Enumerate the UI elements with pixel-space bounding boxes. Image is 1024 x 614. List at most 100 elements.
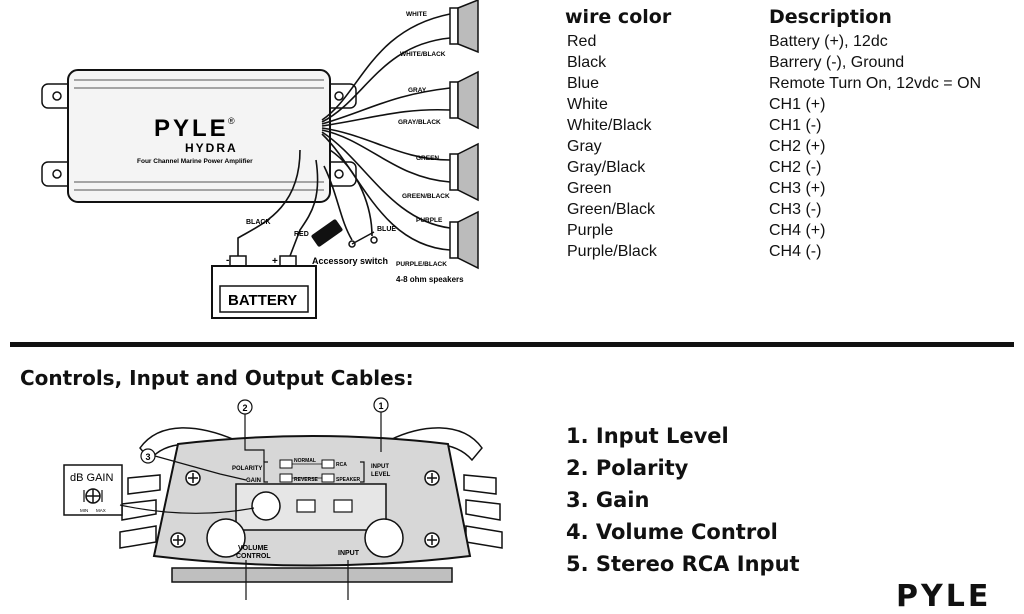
wire-description: CH3 (-) (769, 201, 822, 218)
wire-label-purple-black: PURPLE/BLACK (396, 261, 447, 268)
callout-1: 1 (378, 401, 383, 411)
wire-description: Remote Turn On, 12vdc = ON (769, 75, 982, 92)
wire-row: Blue Remote Turn On, 12vdc = ON (565, 75, 1015, 96)
accessory-switch-label: Accessory switch (312, 256, 388, 266)
amplifier-top-view: PYLE ® HYDRA Four Channel Marine Power A… (41, 69, 357, 203)
speakers-caption: 4-8 ohm speakers (396, 275, 464, 284)
wire-row: Green/Black CH3 (-) (565, 201, 1015, 222)
wire-label-white-black: WHITE/BLACK (400, 51, 446, 58)
controls-list-item: 2. Polarity (566, 456, 689, 480)
amp-subtitle: Four Channel Marine Power Amplifier (137, 158, 253, 165)
wire-description: CH1 (-) (769, 117, 822, 134)
black-wire-label: BLACK (246, 219, 271, 226)
power-labels: BLACK RED BLUE Accessory switch (246, 219, 396, 266)
wire-row: Gray/Black CH2 (-) (565, 159, 1015, 180)
volume-label-1: VOLUME (238, 545, 268, 552)
polarity-label: POLARITY (232, 466, 262, 472)
wire-label-green: GREEN (416, 155, 439, 162)
wire-color: Blue (567, 75, 600, 92)
callout-2: 2 (242, 403, 247, 413)
wire-description: CH1 (+) (769, 96, 826, 113)
amp-registered: ® (228, 116, 235, 126)
battery-minus: - (226, 255, 229, 266)
wire-label-purple: PURPLE (416, 217, 443, 224)
wire-color: White (567, 96, 608, 113)
description-header: Description (769, 6, 892, 28)
fuse-icon (311, 219, 343, 247)
db-gain-inset: dB GAIN MIN MAX (63, 464, 255, 516)
wire-row: Purple/Black CH4 (-) (565, 243, 1015, 264)
blue-wire-label: BLUE (377, 226, 396, 233)
wire-color: Red (567, 33, 597, 50)
speaker-2-icon (449, 70, 479, 130)
controls-list-item: 4. Volume Control (566, 520, 778, 544)
wire-row: Green CH3 (+) (565, 180, 1015, 201)
callouts (140, 397, 389, 600)
db-gain-label: dB GAIN (70, 472, 113, 484)
wire-color: Green (567, 180, 612, 197)
speaker-4-icon (449, 210, 479, 270)
red-wire-label: RED (294, 231, 309, 238)
callout-3: 3 (145, 452, 150, 462)
max-label: MAX (96, 508, 106, 513)
wire-label-green-black: GREEN/BLACK (402, 193, 450, 200)
input-level-label-2: LEVEL (371, 472, 391, 478)
wire-color: Green/Black (567, 201, 656, 218)
amp-brand: PYLE (154, 115, 229, 142)
speaker-3-icon (449, 142, 479, 202)
wire-color: Gray/Black (567, 159, 646, 176)
wire-row: White/Black CH1 (-) (565, 117, 1015, 138)
wiring-diagram: PYLE ® HYDRA Four Channel Marine Power A… (41, 0, 503, 600)
speaker-wire-labels: WHITE WHITE/BLACK GRAY GRAY/BLACK GREEN … (396, 11, 464, 284)
normal-label: NORMAL (294, 458, 316, 464)
wire-label-gray-black: GRAY/BLACK (398, 119, 441, 126)
speaker-wires (321, 13, 451, 251)
wire-row: White CH1 (+) (565, 96, 1015, 117)
wire-color: Purple (567, 222, 614, 239)
battery-icon: - + BATTERY (211, 255, 317, 319)
wire-color: Purple/Black (567, 243, 657, 260)
wire-description: CH4 (-) (769, 243, 822, 260)
end-panel-labels: POLARITY GAIN NORMAL REVERSE RCA SPEAKER… (232, 458, 391, 560)
speaker-1-icon (449, 0, 479, 54)
controls-list-item: 3. Gain (566, 488, 650, 512)
wire-row: Gray CH2 (+) (565, 138, 1015, 159)
input-label: INPUT (338, 550, 360, 557)
wire-description: CH2 (+) (769, 138, 826, 155)
wire-description: CH3 (+) (769, 180, 826, 197)
accessory-switch-icon (348, 231, 378, 248)
wire-description: Barrery (-), Ground (769, 54, 905, 71)
amp-model: HYDRA (185, 141, 238, 155)
callout-numbers: 1 2 3 (145, 401, 383, 462)
controls-list: 1. Input Level 2. Polarity 3. Gain 4. Vo… (566, 424, 800, 584)
wire-description: CH2 (-) (769, 159, 822, 176)
wire-row: Red Battery (+), 12dc (565, 33, 1015, 54)
wire-color: Gray (567, 138, 602, 155)
controls-section-title: Controls, Input and Output Cables: (20, 366, 414, 390)
wire-row: Purple CH4 (+) (565, 222, 1015, 243)
min-label: MIN (80, 508, 88, 513)
power-wires (237, 149, 373, 257)
wire-description: Battery (+), 12dc (769, 33, 888, 50)
wire-color: White/Black (567, 117, 652, 134)
battery-label: BATTERY (228, 292, 297, 309)
input-level-label-1: INPUT (371, 464, 389, 470)
speaker-icons (449, 0, 479, 270)
footer-brand-logo: PYLE (896, 579, 992, 614)
battery-plus: + (272, 256, 278, 267)
wire-color: Black (567, 54, 607, 71)
wire-row: Black Barrery (-), Ground (565, 54, 1015, 75)
controls-list-item: 1. Input Level (566, 424, 729, 448)
amplifier-end-panel (119, 427, 503, 583)
gain-label: GAIN (246, 478, 261, 484)
speaker-label: SPEAKER (336, 477, 361, 483)
volume-label-2: CONTROL (236, 553, 271, 560)
rca-label: RCA (336, 462, 347, 468)
wire-color-header: wire color (565, 6, 672, 28)
controls-list-item: 5. Stereo RCA Input (566, 552, 800, 576)
wire-label-gray: GRAY (408, 87, 427, 94)
wire-description: CH4 (+) (769, 222, 826, 239)
wire-label-white: WHITE (406, 11, 428, 18)
section-divider (10, 342, 1014, 347)
reverse-label: REVERSE (294, 477, 319, 483)
